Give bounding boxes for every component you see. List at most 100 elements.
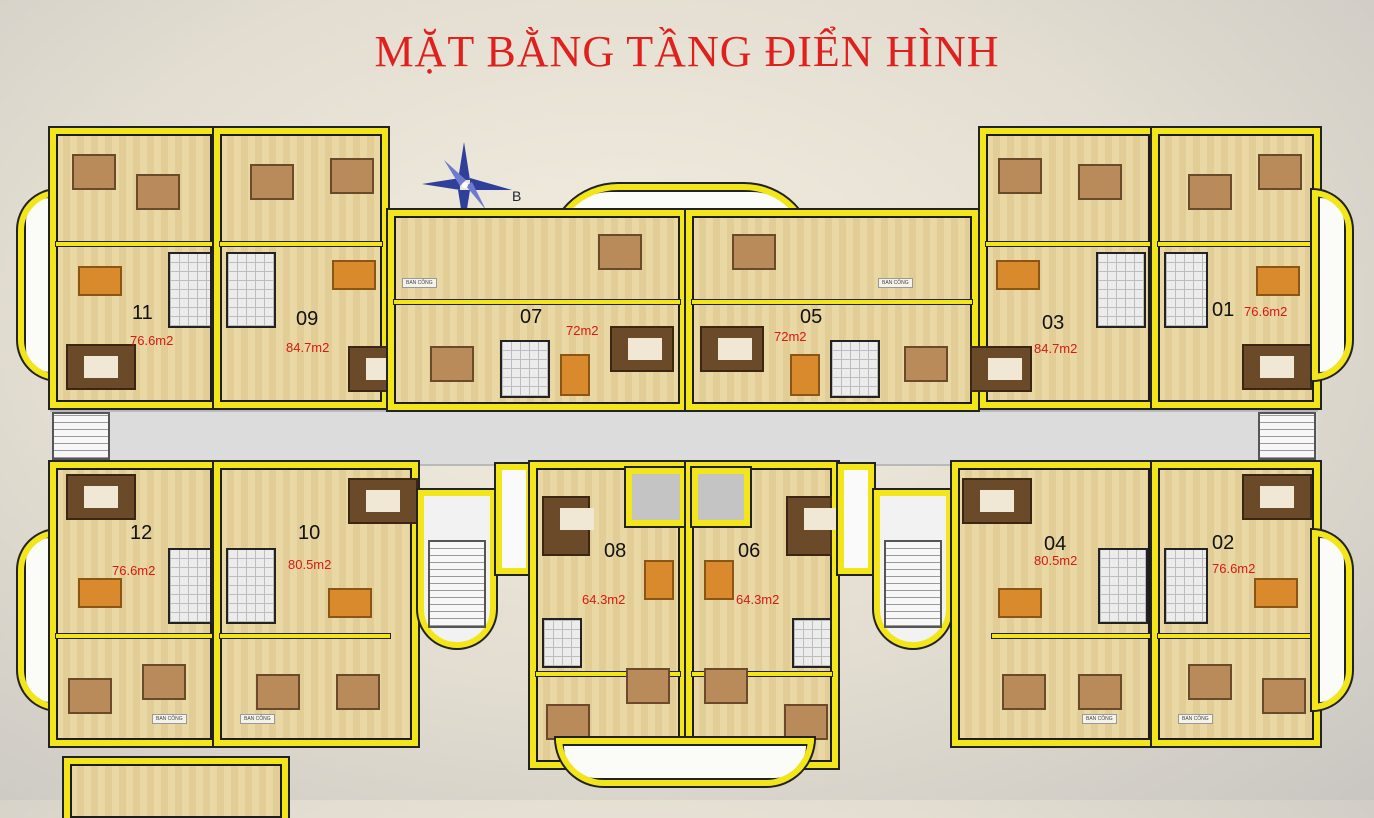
dining-table [790, 354, 820, 396]
unit-09[interactable] [214, 128, 410, 408]
bed [136, 174, 180, 210]
bathroom [168, 548, 212, 624]
balcony-label: BAN CÔNG [878, 278, 913, 288]
wall [986, 242, 1150, 246]
unit-area-01: 76.6m2 [1244, 304, 1288, 319]
unit-number-03: 03 [1042, 312, 1065, 334]
unit-02[interactable]: BAN CÔNG [1152, 462, 1320, 746]
unit-08[interactable] [530, 462, 686, 768]
dining-table [328, 588, 372, 618]
balcony-label: BAN CÔNG [240, 714, 275, 724]
unit-number-05: 05 [800, 306, 823, 328]
wall [220, 242, 382, 246]
stair-steps [884, 540, 942, 628]
dining-table [1256, 266, 1300, 296]
sofa [786, 496, 838, 556]
bed [1002, 674, 1046, 710]
wall [394, 300, 680, 304]
dining-table [704, 560, 734, 600]
bed [784, 704, 828, 740]
unit-12[interactable]: BAN CÔNG [50, 462, 218, 746]
unit-number-12: 12 [130, 522, 153, 544]
bed [256, 674, 300, 710]
sofa [542, 496, 594, 556]
balcony-label: BAN CÔNG [1178, 714, 1213, 724]
balcony-arc-01 [1312, 190, 1352, 380]
bathroom [830, 340, 880, 398]
wall [56, 634, 212, 638]
unit-03[interactable] [970, 128, 1156, 408]
right-staircase[interactable] [874, 490, 952, 648]
dining-table [560, 354, 590, 396]
bed [1078, 674, 1122, 710]
dining-table [78, 578, 122, 608]
unit-06[interactable] [686, 462, 838, 768]
unit-area-08: 64.3m2 [582, 592, 626, 607]
unit-10[interactable]: BAN CÔNG [214, 462, 418, 746]
balcony-label: BAN CÔNG [1082, 714, 1117, 724]
sofa [962, 478, 1032, 524]
unit-number-01: 01 [1212, 299, 1235, 321]
dining-table [998, 588, 1042, 618]
unit-area-07: 72m2 [566, 323, 599, 338]
central-corridor [50, 410, 1318, 466]
unit-04[interactable]: BAN CÔNG [952, 462, 1156, 746]
unit-number-02: 02 [1212, 532, 1235, 554]
unit-01[interactable] [1152, 128, 1320, 408]
bathroom [168, 252, 212, 328]
unit-11[interactable] [50, 128, 218, 408]
unit-05[interactable]: BAN CÔNG [686, 210, 978, 410]
left-elevator [496, 464, 532, 574]
sofa [970, 346, 1032, 392]
stair-steps [428, 540, 486, 628]
bathroom [1098, 548, 1148, 624]
left-staircase[interactable] [418, 490, 496, 648]
unit-07[interactable]: BAN CÔNG [388, 210, 686, 410]
dining-table [78, 266, 122, 296]
bathroom [1164, 252, 1208, 328]
unit-area-04: 80.5m2 [1034, 553, 1078, 568]
unit-area-06: 64.3m2 [736, 592, 780, 607]
right-end-stair [1258, 412, 1316, 460]
bed [626, 668, 670, 704]
bed [1258, 154, 1302, 190]
wall [1158, 634, 1314, 638]
bathroom [1096, 252, 1146, 328]
left-end-stair [52, 412, 110, 460]
bathroom [226, 252, 276, 328]
bed [250, 164, 294, 200]
bed [704, 668, 748, 704]
sofa [1242, 344, 1312, 390]
unit-number-04: 04 [1044, 533, 1067, 555]
partial-unit-bottom [64, 758, 288, 818]
page-title: MẶT BẰNG TẦNG ĐIỂN HÌNH [374, 27, 1000, 76]
bed [904, 346, 948, 382]
balcony-label: BAN CÔNG [402, 278, 437, 288]
unit-area-11: 76.6m2 [130, 333, 174, 348]
compass-rose-icon [422, 142, 512, 228]
sofa [66, 474, 136, 520]
bed [330, 158, 374, 194]
unit-area-03: 84.7m2 [1034, 341, 1078, 356]
wall [56, 242, 212, 246]
elevator-shaft [626, 468, 686, 526]
bed [1262, 678, 1306, 714]
unit-number-11: 11 [132, 302, 153, 324]
bed [1188, 174, 1232, 210]
bed [72, 154, 116, 190]
wall [536, 672, 680, 676]
unit-area-10: 80.5m2 [288, 557, 332, 572]
unit-number-09: 09 [296, 308, 319, 330]
dining-table [996, 260, 1040, 290]
bed [732, 234, 776, 270]
balcony-arc-bottom-center [556, 738, 814, 786]
sofa [66, 344, 136, 390]
sofa [348, 478, 418, 524]
wall [1158, 242, 1314, 246]
sofa [700, 326, 764, 372]
elevator-shaft [692, 468, 750, 526]
unit-area-02: 76.6m2 [1212, 561, 1256, 576]
bed [998, 158, 1042, 194]
bed [68, 678, 112, 714]
bed [336, 674, 380, 710]
